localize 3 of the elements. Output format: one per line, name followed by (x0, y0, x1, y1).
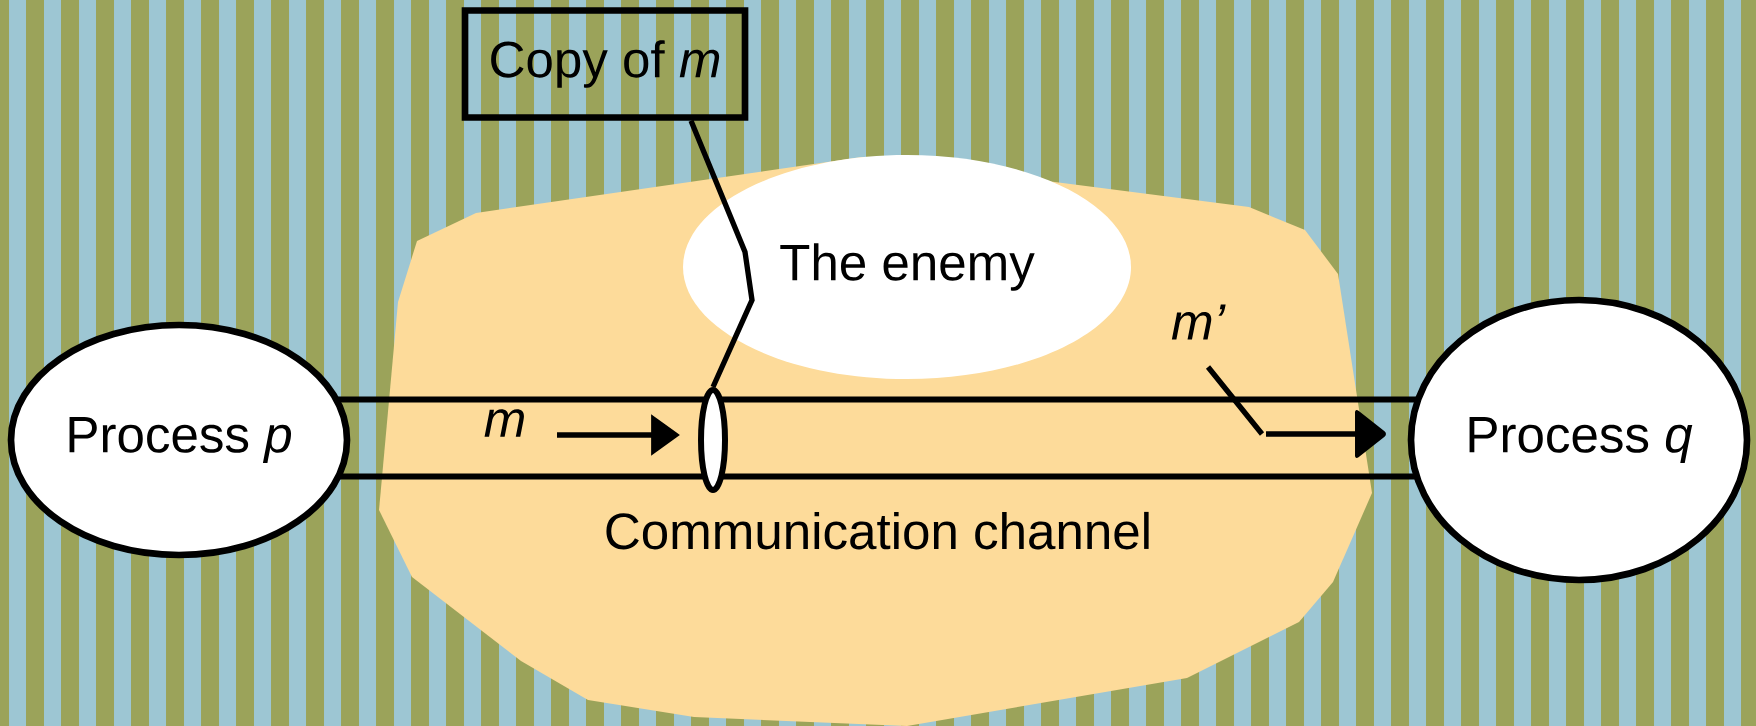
message-label: m (484, 409, 524, 437)
tap-ellipse (698, 387, 728, 493)
message-label: m’ (1171, 304, 1226, 340)
